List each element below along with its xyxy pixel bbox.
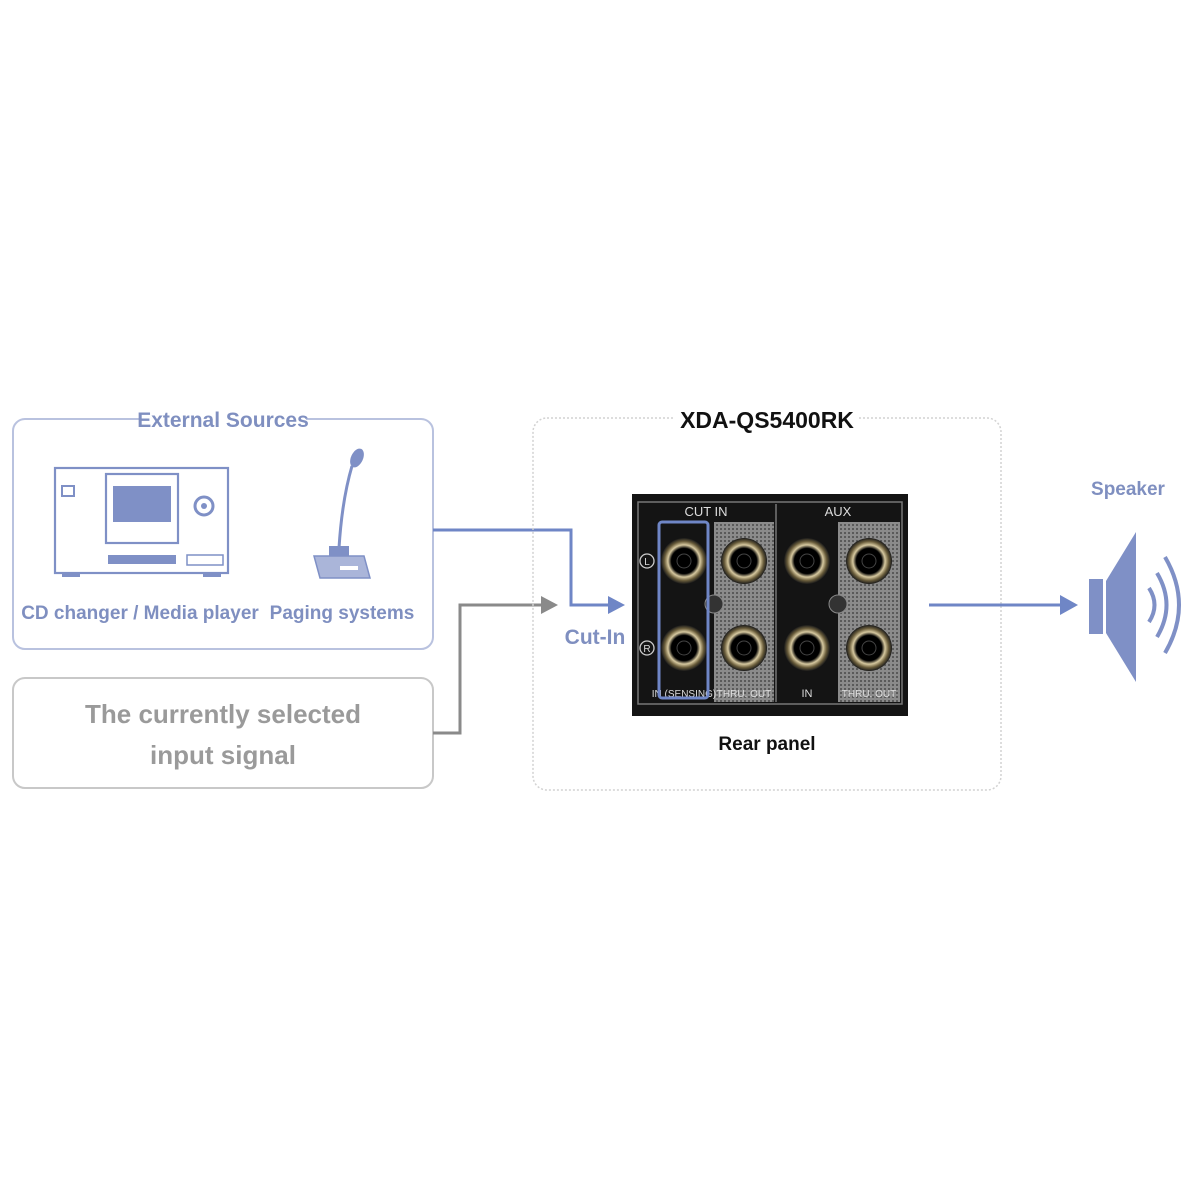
rca-jack [721, 538, 767, 584]
external-sources-group: External Sources CD changer / Media play… [12, 405, 434, 650]
panel-channel-left: L [644, 557, 650, 568]
cut-in-label: Cut-In [565, 626, 626, 649]
panel-aux-group: AUX [825, 504, 852, 519]
panel-aux-in: IN [802, 688, 813, 700]
rca-jack [661, 625, 707, 671]
speaker-signal-line [929, 595, 1078, 615]
device-model-title: XDA-QS5400RK [680, 407, 854, 433]
selected-input-line2: input signal [150, 740, 296, 770]
rca-jack [661, 538, 707, 584]
screw-icon [828, 594, 848, 614]
selected-input-group: The currently selected input signal [12, 677, 434, 789]
paging-systems-label: Paging systems [270, 603, 415, 624]
speaker-label: Speaker [1091, 479, 1166, 500]
selected-input-signal-line [433, 596, 558, 735]
speaker-icon [1089, 532, 1181, 682]
device-group: XDA-QS5400RK CUT IN AUX L R [532, 404, 1002, 791]
external-sources-signal-line [433, 528, 625, 614]
rear-panel-label: Rear panel [718, 734, 815, 755]
panel-in-sensing: IN (SENSING) [652, 689, 716, 700]
panel-cut-in-group: CUT IN [684, 504, 727, 519]
panel-thru-out-1: THRU. OUT [717, 689, 771, 700]
cut-in-highlight [657, 520, 710, 700]
cd-changer-label: CD changer / Media player [21, 603, 259, 624]
rca-jack [784, 625, 830, 671]
rca-jack [721, 625, 767, 671]
panel-channel-right: R [643, 644, 650, 655]
external-sources-title: External Sources [137, 409, 309, 432]
rca-jack [784, 538, 830, 584]
rear-panel-image: CUT IN AUX L R [632, 494, 908, 716]
cd-changer-icon [53, 466, 230, 577]
rca-jack [846, 538, 892, 584]
selected-input-line1: The currently selected [85, 699, 361, 729]
panel-thru-out-2: THRU. OUT [842, 689, 896, 700]
rca-jack [846, 625, 892, 671]
selected-input-frame [12, 677, 434, 789]
paging-microphone-icon [313, 448, 371, 579]
